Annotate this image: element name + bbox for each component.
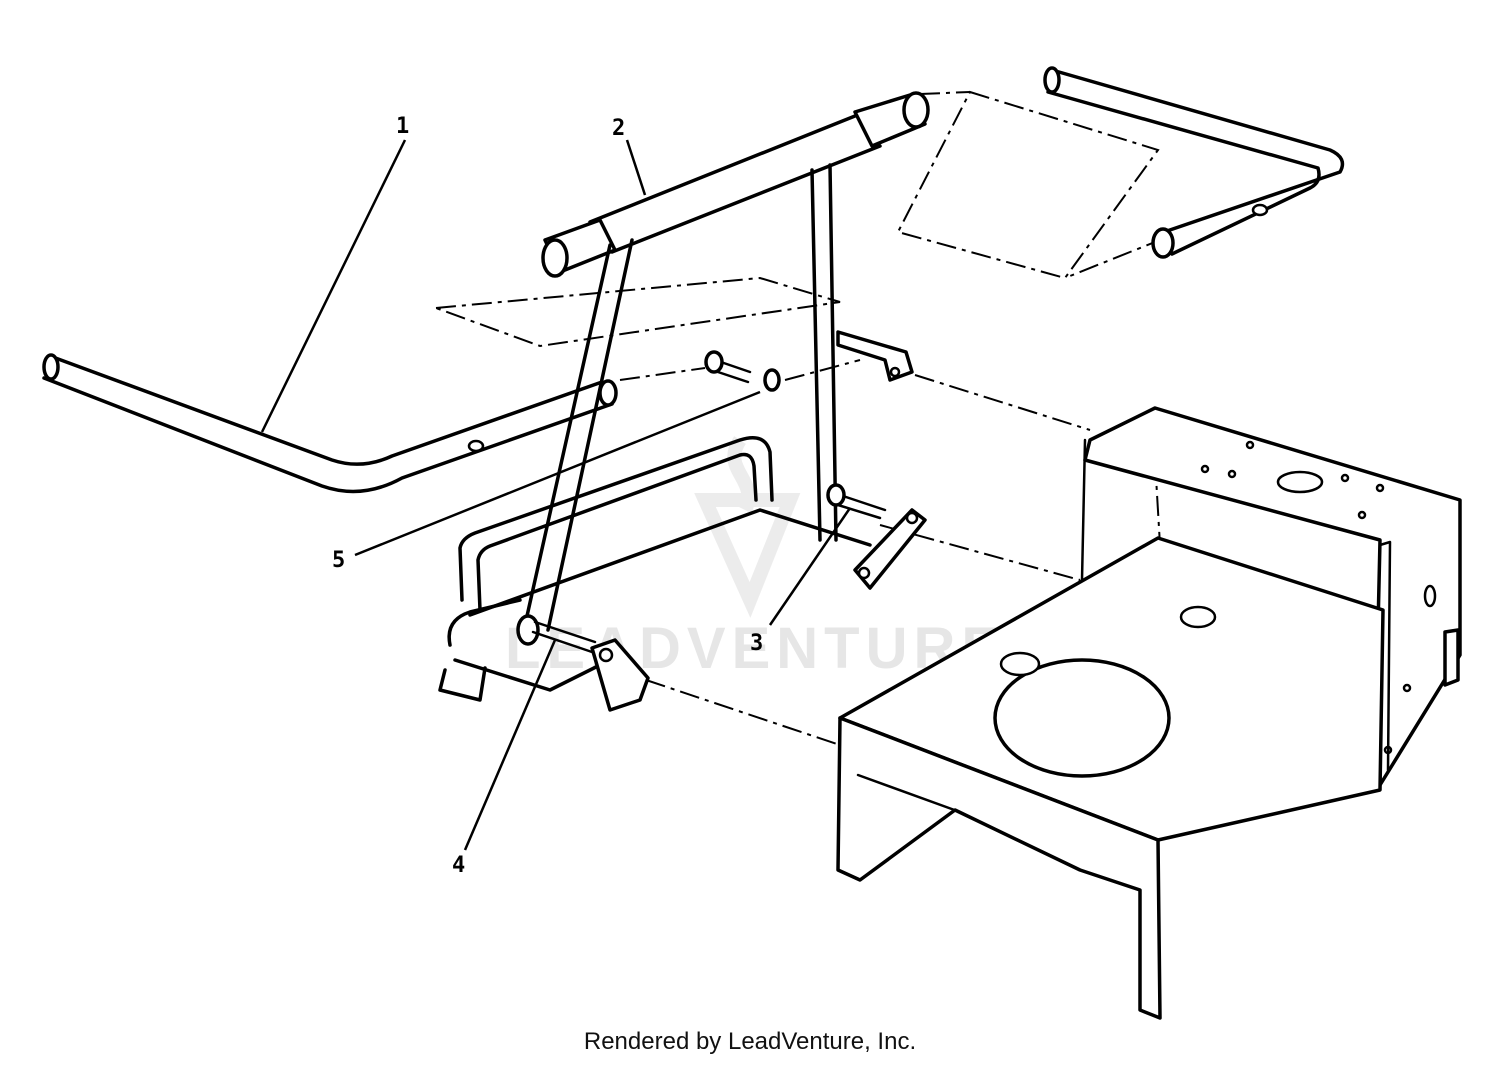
callout-label-1: 1 bbox=[396, 114, 409, 139]
rear-console-box bbox=[1080, 406, 1462, 787]
bolt-bracket-3 bbox=[826, 483, 927, 590]
callout-2: 2 bbox=[612, 116, 647, 196]
footer-credit: Rendered by LeadVenture, Inc. bbox=[583, 1028, 917, 1055]
callout-3: 3 bbox=[750, 507, 852, 656]
bolt-4 bbox=[531, 620, 597, 654]
bolt-washer-5 bbox=[704, 350, 781, 392]
watermark-logo-icon bbox=[694, 436, 801, 618]
callout-label-2: 2 bbox=[612, 116, 625, 141]
upper-bracket bbox=[836, 330, 914, 382]
callout-label-3: 3 bbox=[750, 631, 763, 656]
callout-5: 5 bbox=[332, 390, 761, 573]
callout-label-5: 5 bbox=[332, 548, 345, 573]
handle-bar-left bbox=[42, 353, 618, 494]
base-frame bbox=[438, 436, 872, 712]
handle-bar-right bbox=[1043, 66, 1345, 259]
callout-4: 4 bbox=[452, 639, 557, 878]
front-deck-platform bbox=[836, 536, 1412, 1020]
callout-1: 1 bbox=[260, 114, 409, 433]
callout-label-4: 4 bbox=[452, 853, 465, 878]
upper-handle-frame bbox=[523, 91, 930, 632]
watermark: LEADVENTURE bbox=[505, 436, 1000, 681]
